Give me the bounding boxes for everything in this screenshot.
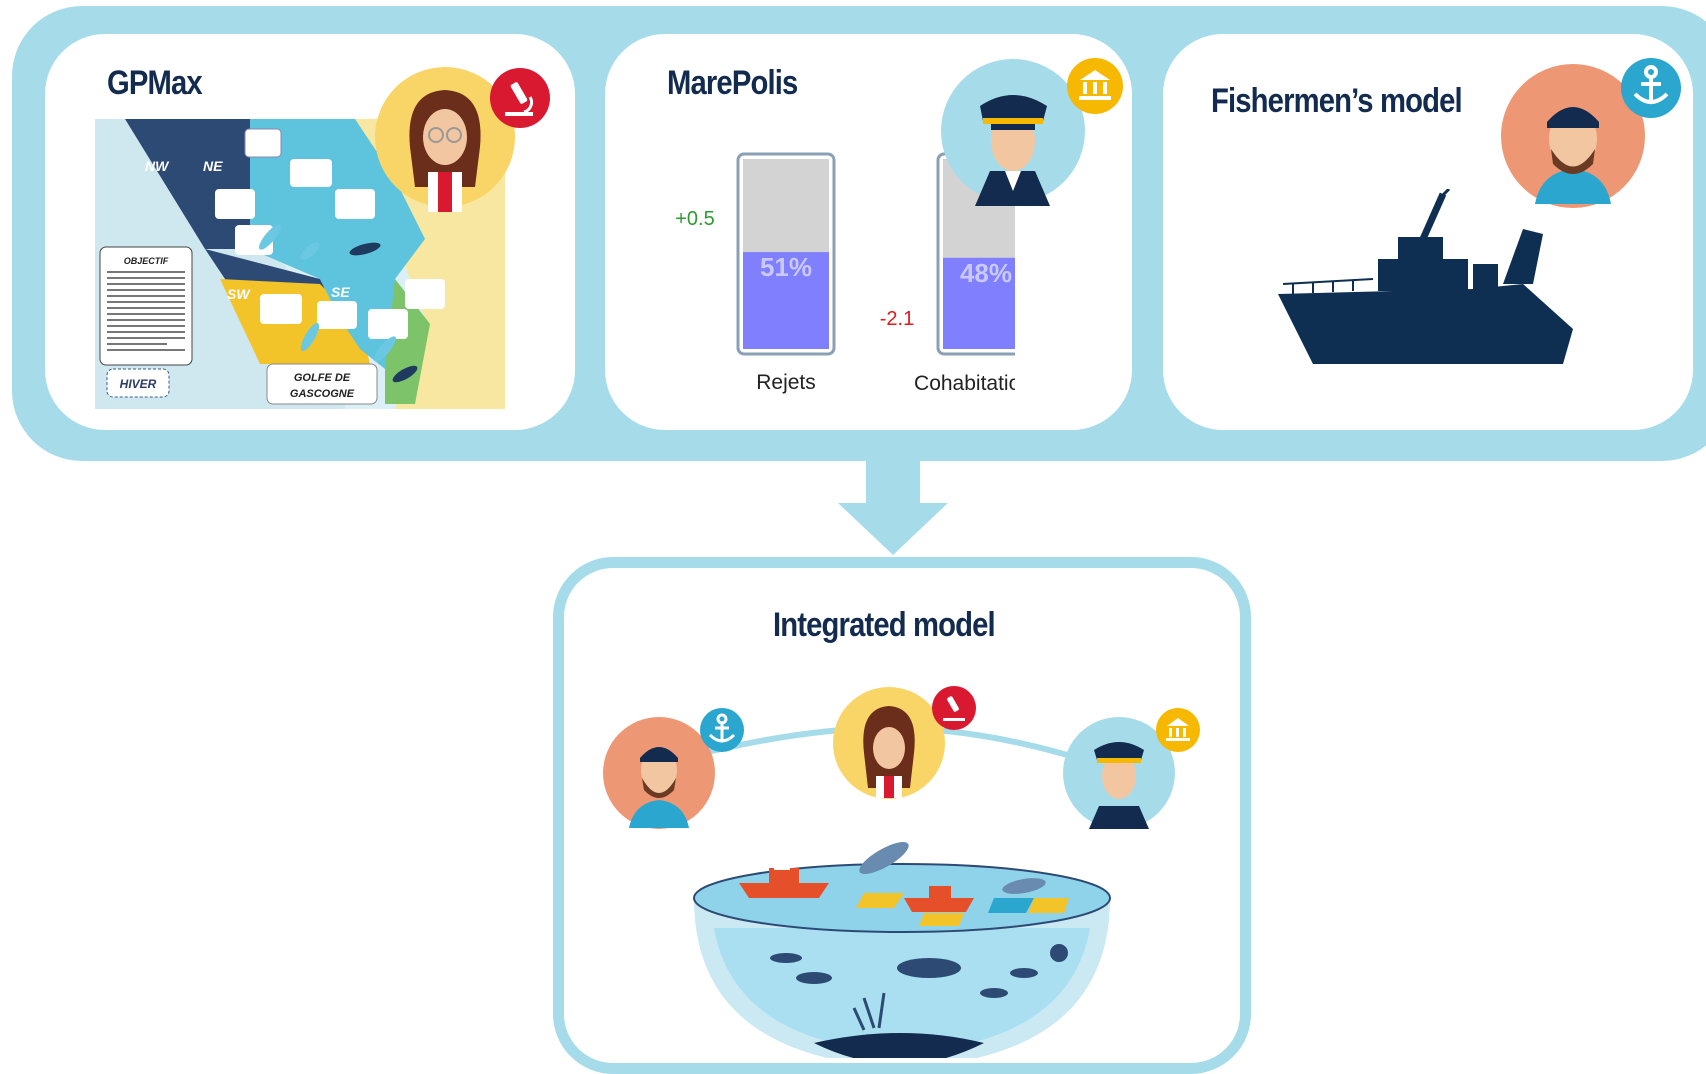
gauge-cohabitation-fill [943, 257, 1015, 349]
fishermen-title: Fishermen’s model [1211, 82, 1463, 120]
region-se: SE [331, 284, 350, 300]
region-nw: NW [145, 158, 170, 174]
integrated-model-panel: Integrated model [553, 557, 1251, 1074]
marepolis-title: MarePolis [667, 64, 798, 102]
gulf-label-line2: GASCOGNE [290, 388, 355, 400]
gauge-cohabitation-percent: 48% [960, 258, 1012, 288]
gpmax-title: GPMax [107, 64, 203, 102]
second-fishing-boat [904, 886, 974, 912]
season-label: HIVER [120, 377, 157, 391]
scientist-avatar-small [833, 686, 976, 799]
region-sw: SW [227, 286, 251, 302]
gauge-rejets-percent: 51% [760, 252, 812, 282]
fisher-avatar [1501, 58, 1681, 208]
gauge-rejets-label: Rejets [756, 371, 816, 394]
scientist-avatar [375, 67, 550, 212]
fishing-trawler-silhouette [1278, 189, 1573, 364]
integrated-illustration [603, 686, 1200, 1058]
gauge-rejets: 51% +0.5 Rejets [675, 152, 836, 394]
ocean-bowl [693, 841, 1111, 1058]
down-arrow [838, 455, 948, 555]
gulf-label-line1: GOLFE DE [294, 372, 351, 384]
fishermen-panel: Fishermen’s model [1163, 34, 1693, 430]
gauge-rejets-fill [743, 252, 829, 349]
fisher-avatar-small [603, 708, 744, 829]
red-fishing-boat [739, 862, 829, 898]
gauge-cohabitation-delta: -2.1 [880, 308, 914, 330]
gauge-rejets-delta: +0.5 [675, 208, 714, 230]
leaping-dolphin [859, 841, 909, 875]
marepolis-panel: MarePolis 51% +0.5 Rejets 48% -2.1 Cohab… [605, 34, 1132, 430]
region-ne: NE [203, 158, 223, 174]
manager-avatar-small [1063, 708, 1200, 829]
gauge-cohabitation-label: Cohabitation [914, 372, 1015, 395]
manager-avatar [941, 58, 1123, 206]
dolphin [897, 958, 961, 978]
integrated-title: Integrated model [773, 606, 996, 644]
objectif-label: OBJECTIF [124, 256, 169, 266]
gpmax-panel: GPMax OBJECTIF [45, 34, 575, 430]
